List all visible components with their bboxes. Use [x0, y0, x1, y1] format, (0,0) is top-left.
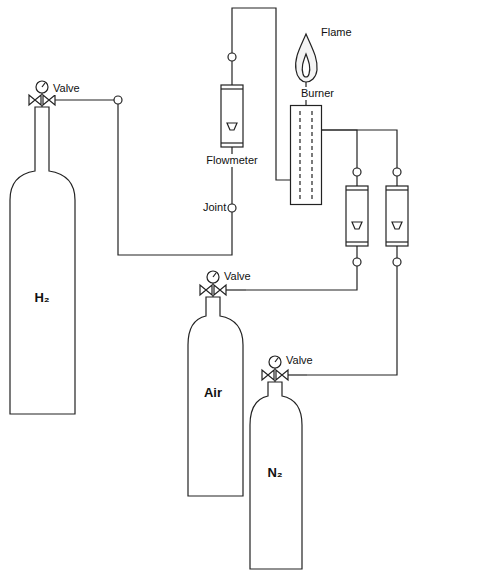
flowmeter-label: Flowmeter	[205, 154, 258, 167]
burner-label: Burner	[300, 87, 335, 100]
burner: Burner	[290, 105, 322, 205]
burner-tube	[299, 111, 300, 199]
flowmeter-outline	[202, 35, 262, 170]
flame-label: Flame	[320, 26, 353, 39]
gas-cylinder-outline	[5, 80, 90, 415]
cylinder-body	[10, 107, 75, 414]
gas-cylinder-outline	[183, 265, 246, 497]
cylinder-body	[250, 382, 302, 569]
valve-label: Valve	[223, 270, 252, 283]
valve-symbol	[29, 95, 41, 105]
pipe-joint	[228, 204, 236, 212]
valve-symbol	[43, 95, 55, 105]
valve-symbol	[262, 370, 274, 380]
pressure-gauge	[207, 271, 219, 283]
pipe-stub	[55, 99, 90, 100]
gas-cylinder: N₂	[247, 350, 307, 570]
gas-cylinder: Air	[183, 265, 246, 497]
valve-symbol	[200, 285, 212, 295]
valve-label: Valve	[52, 82, 81, 95]
flowmeter-tube	[221, 85, 243, 147]
cylinder-label: Air	[204, 385, 222, 401]
pressure-gauge	[269, 356, 281, 368]
joint-label: Joint	[202, 201, 227, 214]
flowmeter: Flowmeter	[202, 35, 262, 170]
cylinder-body	[188, 297, 243, 496]
cylinder-label: H₂	[34, 290, 49, 306]
valve-symbol	[214, 285, 226, 295]
gas-cylinder-outline	[247, 350, 307, 570]
valve-symbol	[276, 370, 288, 380]
pressure-gauge	[36, 81, 48, 93]
pipe-joint	[228, 53, 236, 61]
flowmeter-symbol	[346, 168, 368, 266]
pipe-stub	[226, 289, 246, 290]
gas-pipe	[90, 100, 232, 255]
pipe-stub	[288, 374, 307, 375]
gas-cylinder: H₂	[5, 80, 90, 415]
valve-label: Valve	[285, 354, 314, 367]
burner-outline	[290, 105, 322, 205]
pipe-joint	[114, 96, 122, 104]
flowmeter-symbol	[386, 168, 408, 266]
cylinder-label: N₂	[267, 465, 282, 481]
burner-body	[291, 106, 322, 205]
burner-tube	[311, 111, 312, 199]
